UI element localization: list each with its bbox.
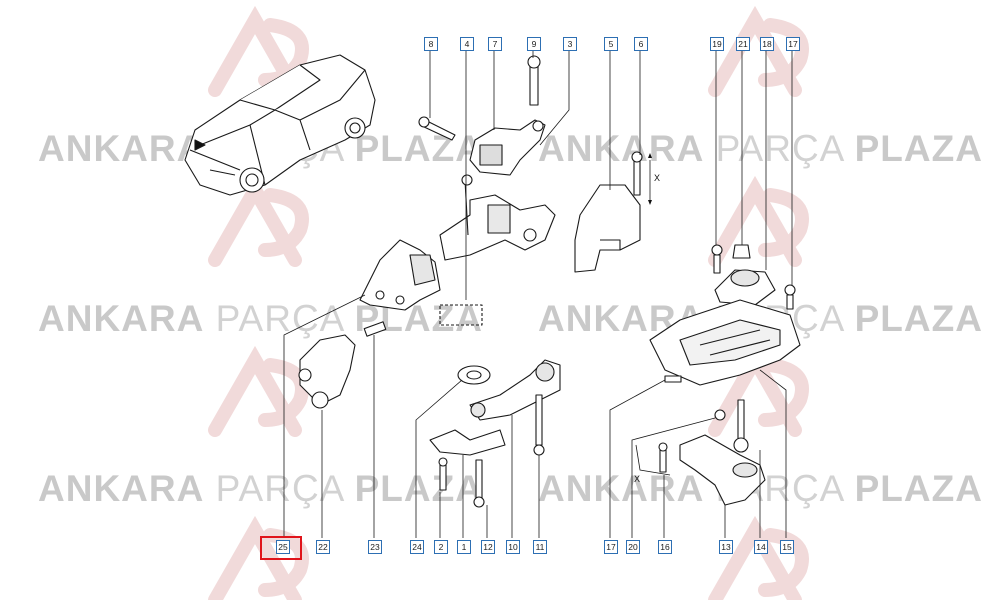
- upper-engine-mount: [439, 119, 556, 261]
- part-label[interactable]: 6: [634, 37, 648, 51]
- bolt-17-bottom: [664, 375, 682, 383]
- part-label[interactable]: 5: [604, 37, 618, 51]
- bolt-19: [711, 244, 723, 274]
- bolt-16: [658, 442, 668, 473]
- bolt-11: [533, 394, 545, 456]
- nut-4: [461, 174, 473, 186]
- part-label-selected[interactable]: 25: [276, 540, 290, 554]
- washer-24: [457, 365, 491, 385]
- left-mount-bracket: [359, 239, 441, 311]
- bolt-23: [363, 321, 387, 337]
- part-label[interactable]: 12: [481, 540, 495, 554]
- part-label[interactable]: 17: [786, 37, 800, 51]
- tray-15: [649, 299, 801, 386]
- selected-part-highlight: [260, 536, 302, 560]
- bolt-6: [631, 151, 643, 196]
- part-label[interactable]: 14: [754, 540, 768, 554]
- part-label[interactable]: 3: [563, 37, 577, 51]
- part-label[interactable]: 23: [368, 540, 382, 554]
- ap-logo-icon: [708, 5, 809, 97]
- ap-logo-icon: [208, 345, 309, 437]
- rubber-mount-18: [714, 269, 776, 306]
- part-label[interactable]: 8: [424, 37, 438, 51]
- plate-1: [429, 429, 506, 456]
- lower-torque-rod: [469, 359, 561, 421]
- part-label[interactable]: 7: [488, 37, 502, 51]
- part-label[interactable]: 20: [626, 540, 640, 554]
- part-label[interactable]: 15: [780, 540, 794, 554]
- part-label[interactable]: 22: [316, 540, 330, 554]
- part-label[interactable]: 24: [410, 540, 424, 554]
- part-label[interactable]: 19: [710, 37, 724, 51]
- part-label[interactable]: 1: [457, 540, 471, 554]
- part-label[interactable]: 11: [533, 540, 547, 554]
- part-label[interactable]: 16: [658, 540, 672, 554]
- nut-21: [732, 244, 751, 259]
- bolt-2: [438, 457, 448, 491]
- dimension-x-marker: X: [634, 474, 641, 484]
- bracket-22: [298, 334, 356, 409]
- part-label[interactable]: 13: [719, 540, 733, 554]
- bracket-13: [679, 434, 766, 506]
- part-label[interactable]: 2: [434, 540, 448, 554]
- part-label[interactable]: 18: [760, 37, 774, 51]
- bolt-12: [473, 459, 485, 508]
- bolt-9: [527, 55, 541, 106]
- leader-lines: [283, 50, 793, 538]
- part-label[interactable]: 21: [736, 37, 750, 51]
- nut-20: [714, 409, 726, 421]
- dimension-arrows: [648, 153, 652, 205]
- part-label[interactable]: 17: [604, 540, 618, 554]
- ap-logo-icon: [708, 175, 809, 267]
- part-label[interactable]: 10: [506, 540, 520, 554]
- bracket-5: [574, 184, 641, 273]
- part-label[interactable]: 9: [527, 37, 541, 51]
- bolt-17-top: [784, 284, 796, 310]
- part-label[interactable]: 4: [460, 37, 474, 51]
- bolt-8: [418, 116, 456, 141]
- dimension-x-marker: X: [654, 173, 661, 183]
- bolt-14: [733, 399, 749, 453]
- car-illustration: [184, 54, 376, 196]
